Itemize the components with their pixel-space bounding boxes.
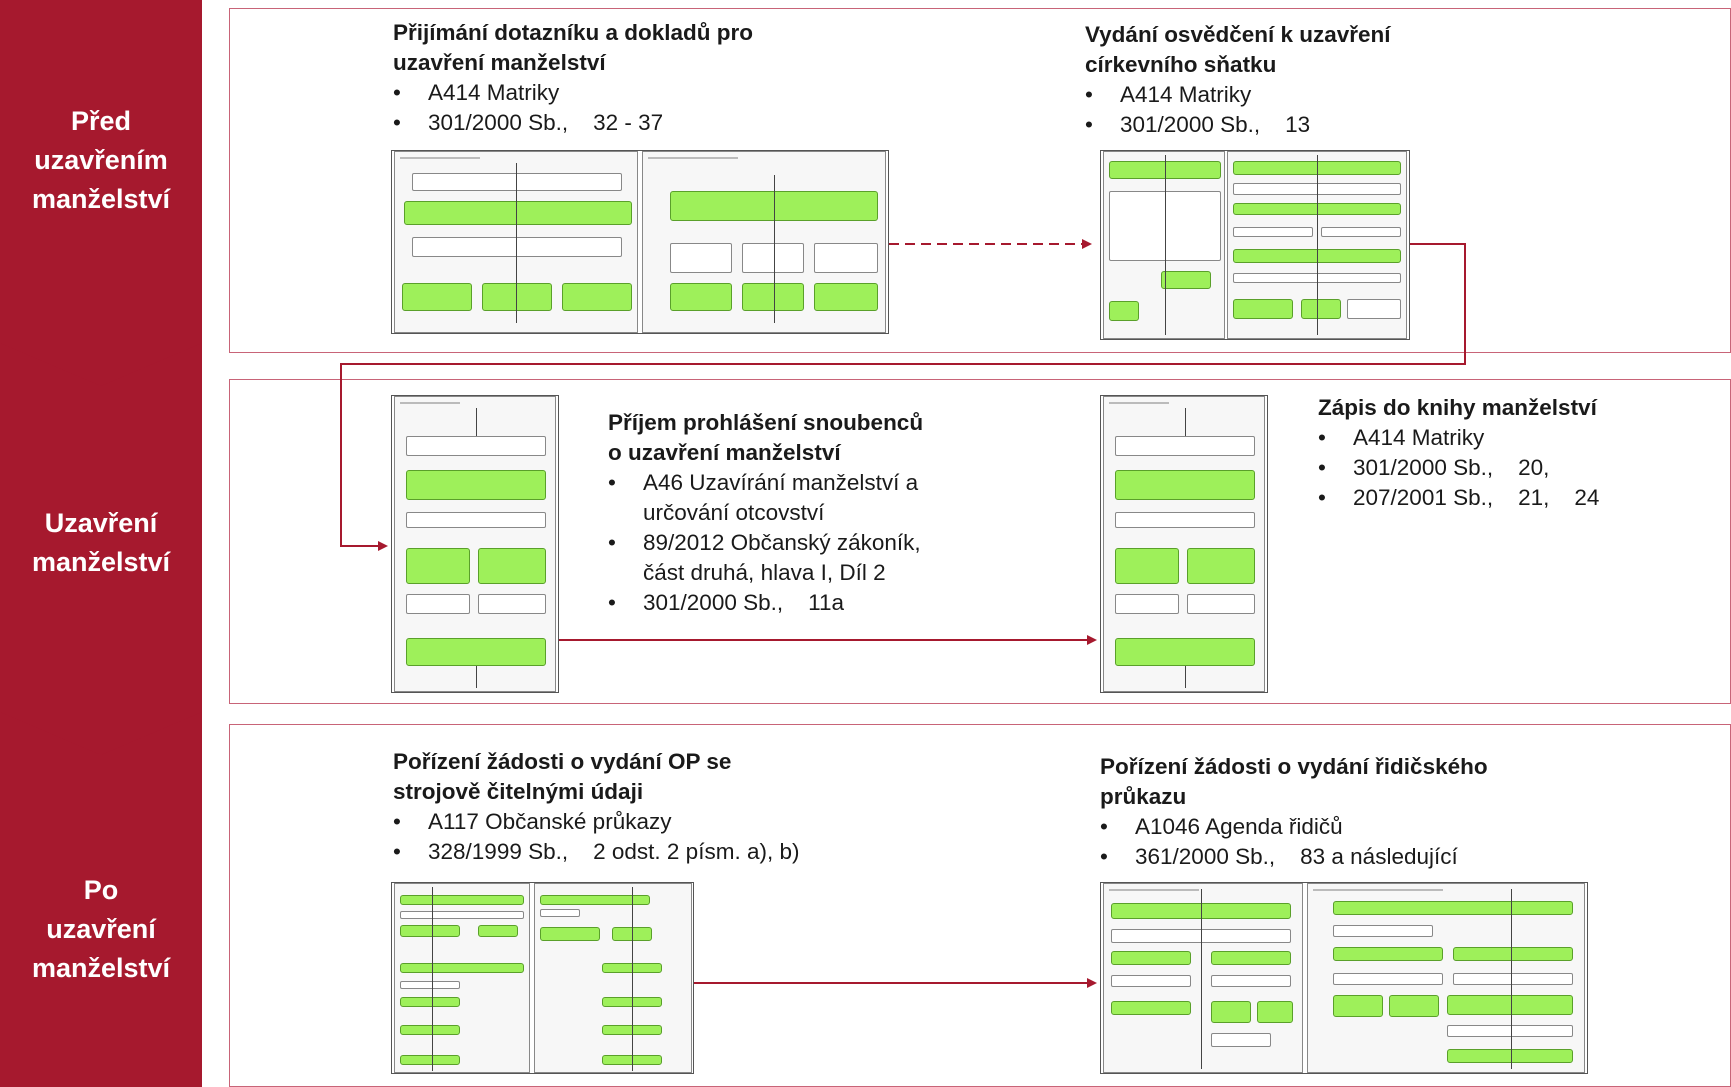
process-references: •A1046 Agenda řidičů •361/2000 Sb., 83 a… <box>1100 812 1620 872</box>
process-references: •A414 Matriky •301/2000 Sb., 32 - 37 <box>393 78 893 138</box>
reference-item: •A1046 Agenda řidičů <box>1100 814 1343 839</box>
reference-item: •301/2000 Sb., 11a <box>608 590 844 615</box>
reference-item: •A117 Občanské průkazy <box>393 809 672 834</box>
process-title: Zápis do knihy manželství <box>1318 395 1597 420</box>
phase-chevron-shape <box>0 712 202 1087</box>
phase-chevron-shape <box>0 343 202 759</box>
diagram-thumbnail-driving-licence-request <box>1100 882 1588 1074</box>
phase-chevron-shape <box>0 0 202 390</box>
reference-item: •361/2000 Sb., 83 a následující <box>1100 844 1458 869</box>
phase-label: Uzavření manželství <box>31 508 171 577</box>
reference-item: •301/2000 Sb., 13 <box>1085 112 1311 137</box>
process-marriage-book-entry: Zápis do knihy manželství •A414 Matriky … <box>1318 393 1718 513</box>
phase-before-marriage: Před uzavřením manželství <box>0 0 202 390</box>
process-references: •A414 Matriky •301/2000 Sb., 20, •207/20… <box>1318 423 1718 513</box>
connector-certificate-to-declaration <box>340 243 1466 551</box>
phase-after-marriage: Po uzavření manželství <box>0 712 202 1087</box>
diagram-thumbnail-id-card-request <box>391 882 694 1074</box>
reference-item: •A414 Matriky <box>393 80 560 105</box>
reference-item: •A414 Matriky <box>1318 425 1485 450</box>
reference-item: •328/1999 Sb., 2 odst. 2 písm. a), b) <box>393 839 800 864</box>
diagram-thumbnail-questionnaire-intake <box>391 150 889 334</box>
phase-label: Před uzavřením manželství <box>31 105 171 214</box>
reference-item: •301/2000 Sb., 32 - 37 <box>393 110 664 135</box>
reference-item: •207/2001 Sb., 21, 24 <box>1318 485 1600 510</box>
reference-item: •89/2012 Občanský zákoník,část druhá, hl… <box>608 530 921 585</box>
process-references: •A117 Občanské průkazy •328/1999 Sb., 2 … <box>393 807 913 867</box>
diagram-thumbnail-marriage-book-entry <box>1100 395 1268 693</box>
diagram-thumbnail-church-certificate <box>1100 150 1410 340</box>
reference-item: •A414 Matriky <box>1085 82 1252 107</box>
process-references: •A414 Matriky •301/2000 Sb., 13 <box>1085 80 1535 140</box>
reference-item: •301/2000 Sb., 20, <box>1318 455 1550 480</box>
diagram-thumbnail-fiance-declaration <box>391 395 559 693</box>
phase-marriage: Uzavření manželství <box>0 343 202 759</box>
phase-label: Po uzavření manželství <box>31 875 171 983</box>
